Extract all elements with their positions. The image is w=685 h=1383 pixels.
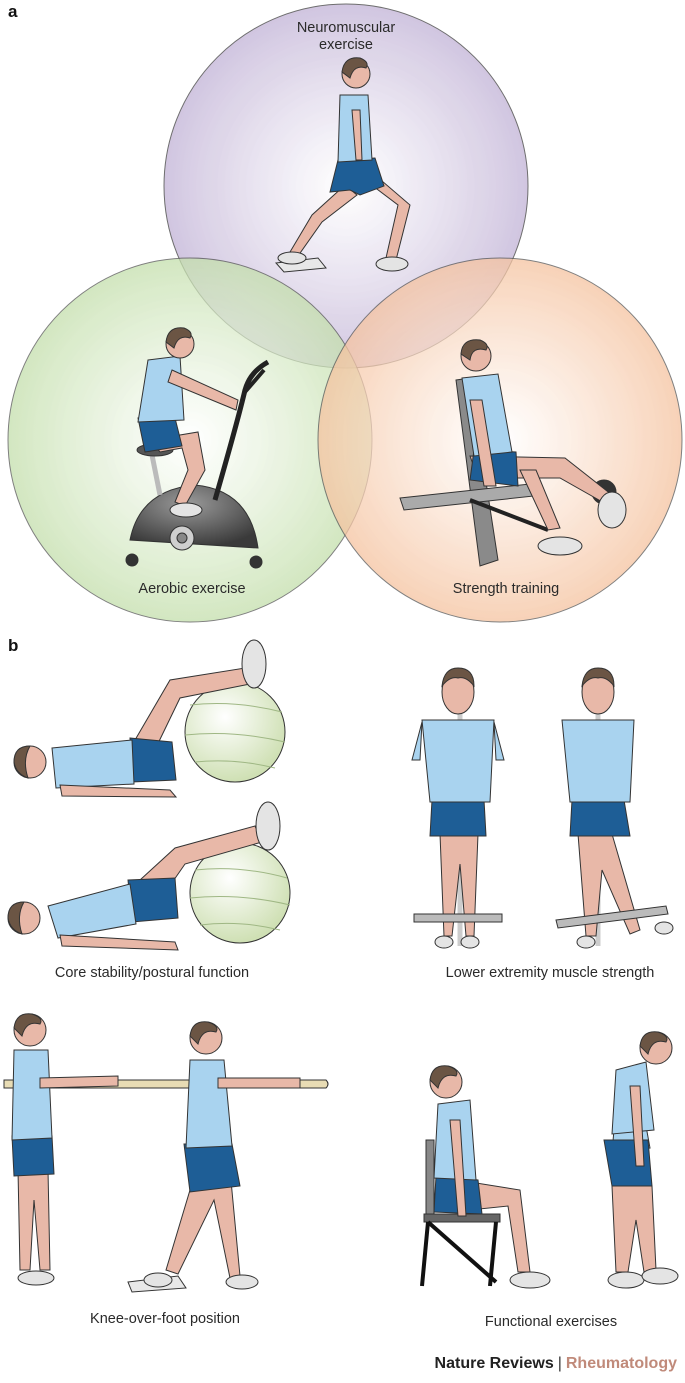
aerobic-label: Aerobic exercise — [138, 581, 246, 597]
journal-name: Nature Reviews — [434, 1355, 554, 1372]
core-stability-figures — [7, 639, 291, 951]
journal-credit: Nature Reviews|Rheumatology — [435, 1355, 677, 1373]
strength-label: Strength training — [452, 581, 560, 597]
journal-section: Rheumatology — [565, 1355, 677, 1372]
knee-over-foot-label: Knee-over-foot position — [90, 1311, 240, 1327]
functional-exercises-label: Functional exercises — [484, 1314, 618, 1330]
core-stability-label: Core stability/postural function — [54, 965, 250, 981]
bike-figure — [125, 327, 270, 569]
knee-over-foot-figures — [3, 1013, 329, 1293]
neuromuscular-label: Neuromuscular exercise — [296, 20, 396, 53]
leg-extension-figure — [399, 339, 627, 567]
lower-extremity-figures — [411, 667, 674, 949]
lunge-figure — [274, 57, 411, 273]
credit-separator: | — [557, 1355, 562, 1372]
functional-exercise-figures — [420, 1031, 679, 1289]
panel-b-letter: b — [8, 636, 19, 655]
lower-extremity-label: Lower extremity muscle strength — [445, 965, 655, 981]
panel-a-letter: a — [8, 2, 18, 21]
